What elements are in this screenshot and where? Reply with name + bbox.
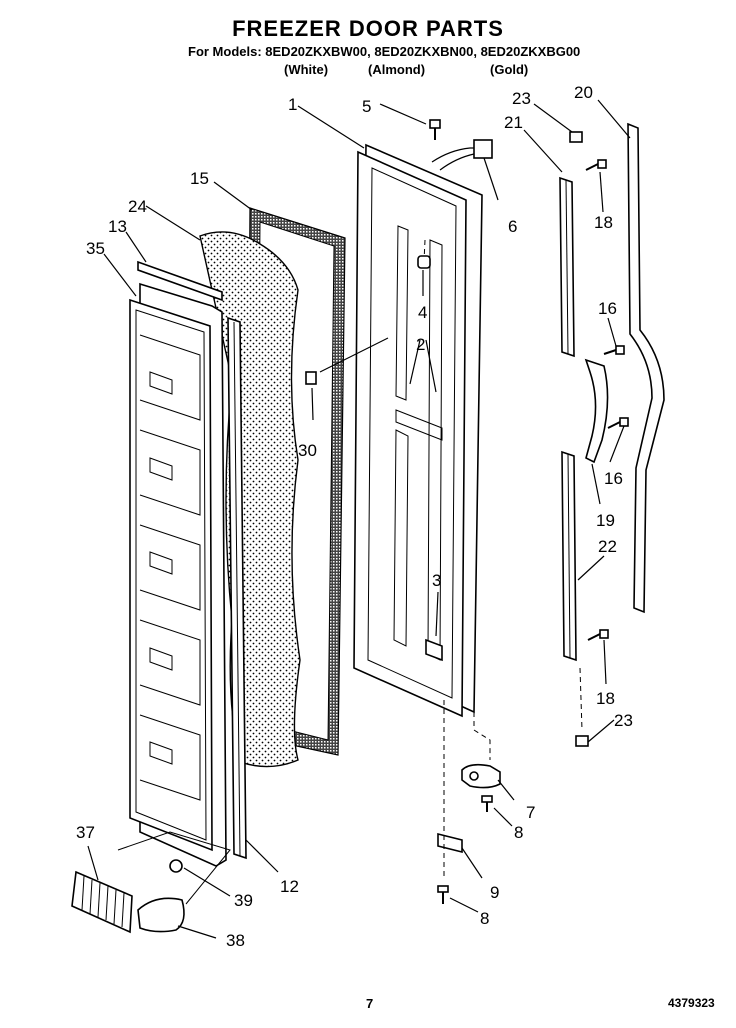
door-panel-part-1 xyxy=(353,143,483,718)
callout-labels: 1 2 3 4 5 6 7 8 8 9 12 13 15 16 16 18 18… xyxy=(76,83,633,950)
callout-20: 20 xyxy=(574,83,593,102)
handle-bracket-part-19 xyxy=(584,358,609,464)
callout-37: 37 xyxy=(76,823,95,842)
callout-19: 19 xyxy=(596,511,615,530)
page-title: FREEZER DOOR PARTS xyxy=(232,16,504,41)
callout-16-lower: 16 xyxy=(604,469,623,488)
plug-part-4 xyxy=(417,255,431,269)
figure-number: 4379323 xyxy=(668,996,715,1010)
callout-5: 5 xyxy=(362,97,371,116)
callout-8-lower: 8 xyxy=(480,909,489,928)
callout-7: 7 xyxy=(526,803,535,822)
insulation-part-24 xyxy=(199,231,301,768)
callout-35: 35 xyxy=(86,239,105,258)
callout-30: 30 xyxy=(298,441,317,460)
trim-strip-part-13 xyxy=(137,260,223,302)
hinge-plate-part-9 xyxy=(437,832,463,854)
end-cap-part-23-lower xyxy=(575,735,589,747)
door-trim-lower-part-22 xyxy=(561,450,577,662)
callout-38: 38 xyxy=(226,931,245,950)
callout-23-lower: 23 xyxy=(614,711,633,730)
screw-part-5 xyxy=(429,119,441,140)
page-number: 7 xyxy=(366,996,374,1011)
cover-part-38 xyxy=(137,897,185,933)
callout-16-upper: 16 xyxy=(598,299,617,318)
callout-12: 12 xyxy=(280,877,299,896)
color-white: (White) xyxy=(284,62,329,77)
callout-1: 1 xyxy=(288,95,297,114)
trim-strip-part-12 xyxy=(227,316,247,860)
screw-part-8-lower xyxy=(437,885,449,904)
models-line: For Models: 8ED20ZKXBW00, 8ED20ZKXBN00, … xyxy=(188,44,581,59)
grille-part-37 xyxy=(71,870,133,934)
wire-harness-part-6 xyxy=(431,139,493,171)
screw-part-18-lower xyxy=(587,629,609,641)
color-gold: (Gold) xyxy=(490,62,529,77)
callout-13: 13 xyxy=(108,217,127,236)
callout-3: 3 xyxy=(432,571,441,590)
bracket-part-3 xyxy=(425,638,443,662)
callout-18-lower: 18 xyxy=(596,689,615,708)
door-liner-part-35 xyxy=(129,282,227,867)
callout-21: 21 xyxy=(504,113,523,132)
callout-22: 22 xyxy=(598,537,617,556)
hinge-bracket-part-7 xyxy=(461,712,501,789)
clip-part-30 xyxy=(305,371,317,385)
color-almond: (Almond) xyxy=(368,62,426,77)
callout-24: 24 xyxy=(128,197,147,216)
callout-15: 15 xyxy=(190,169,209,188)
callout-2: 2 xyxy=(416,335,425,354)
handle-part-20 xyxy=(627,122,665,614)
end-cap-part-23-upper xyxy=(569,131,583,143)
callout-6: 6 xyxy=(508,217,517,236)
leader-lines xyxy=(87,99,631,939)
callout-4: 4 xyxy=(418,303,427,322)
callout-39: 39 xyxy=(234,891,253,910)
callout-18-upper: 18 xyxy=(594,213,613,232)
screw-part-16-upper xyxy=(603,345,625,355)
door-trim-upper-part-21 xyxy=(559,176,575,358)
screw-part-18-upper xyxy=(585,159,607,171)
callout-8-upper: 8 xyxy=(514,823,523,842)
screw-part-8-upper xyxy=(481,795,493,812)
callout-23-upper: 23 xyxy=(512,89,531,108)
screw-part-39 xyxy=(169,859,183,873)
callout-9: 9 xyxy=(490,883,499,902)
screw-part-16-lower xyxy=(607,417,629,429)
